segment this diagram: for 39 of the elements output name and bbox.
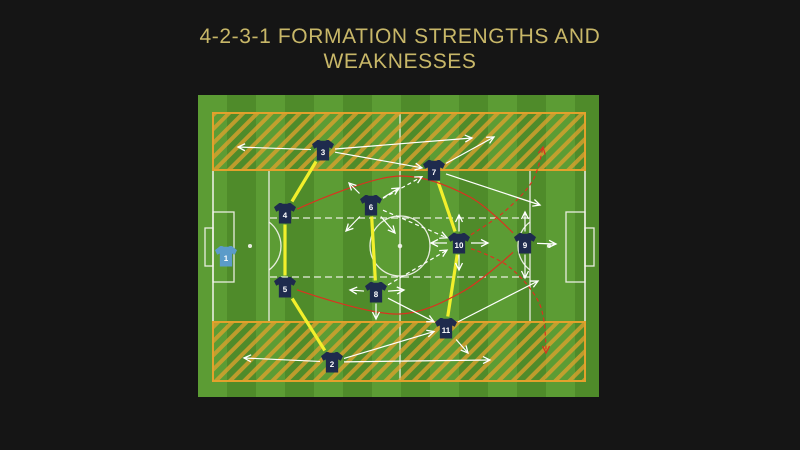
arrow [344, 356, 491, 364]
arrow [454, 254, 464, 271]
arrow [334, 134, 473, 150]
arrow [454, 214, 464, 232]
arrow [344, 330, 435, 359]
arrow [382, 210, 448, 239]
connecting-line [290, 298, 326, 352]
connecting-line [446, 254, 459, 317]
arrow [520, 211, 530, 232]
arrow [471, 238, 489, 248]
curved-arrow [470, 248, 550, 354]
arrow [388, 286, 405, 295]
connecting-line [436, 180, 457, 232]
arrow [380, 216, 396, 234]
arrow [349, 286, 364, 295]
arrow [446, 173, 541, 207]
curved-line [296, 175, 514, 234]
arrow [446, 136, 495, 164]
arrow [243, 354, 320, 362]
arrow [382, 176, 423, 199]
curved-line [296, 252, 514, 315]
connecting-line [370, 216, 377, 281]
arrow [536, 240, 557, 248]
arrow [430, 238, 447, 248]
arrow [334, 152, 423, 171]
title: 4-2-3-1 FORMATION STRENGTHS AND WEAKNESSES [198, 24, 602, 74]
arrow [388, 298, 435, 322]
arrow [388, 249, 448, 286]
arrow [382, 187, 400, 198]
arrow [348, 182, 360, 194]
arrow [456, 339, 469, 354]
connecting-line [283, 224, 287, 276]
arrow [345, 216, 360, 232]
arrow [237, 143, 312, 152]
connecting-line [290, 160, 318, 202]
arrow [520, 254, 530, 279]
arrow [458, 280, 539, 322]
arrow [372, 304, 380, 320]
curved-arrow [470, 146, 546, 236]
